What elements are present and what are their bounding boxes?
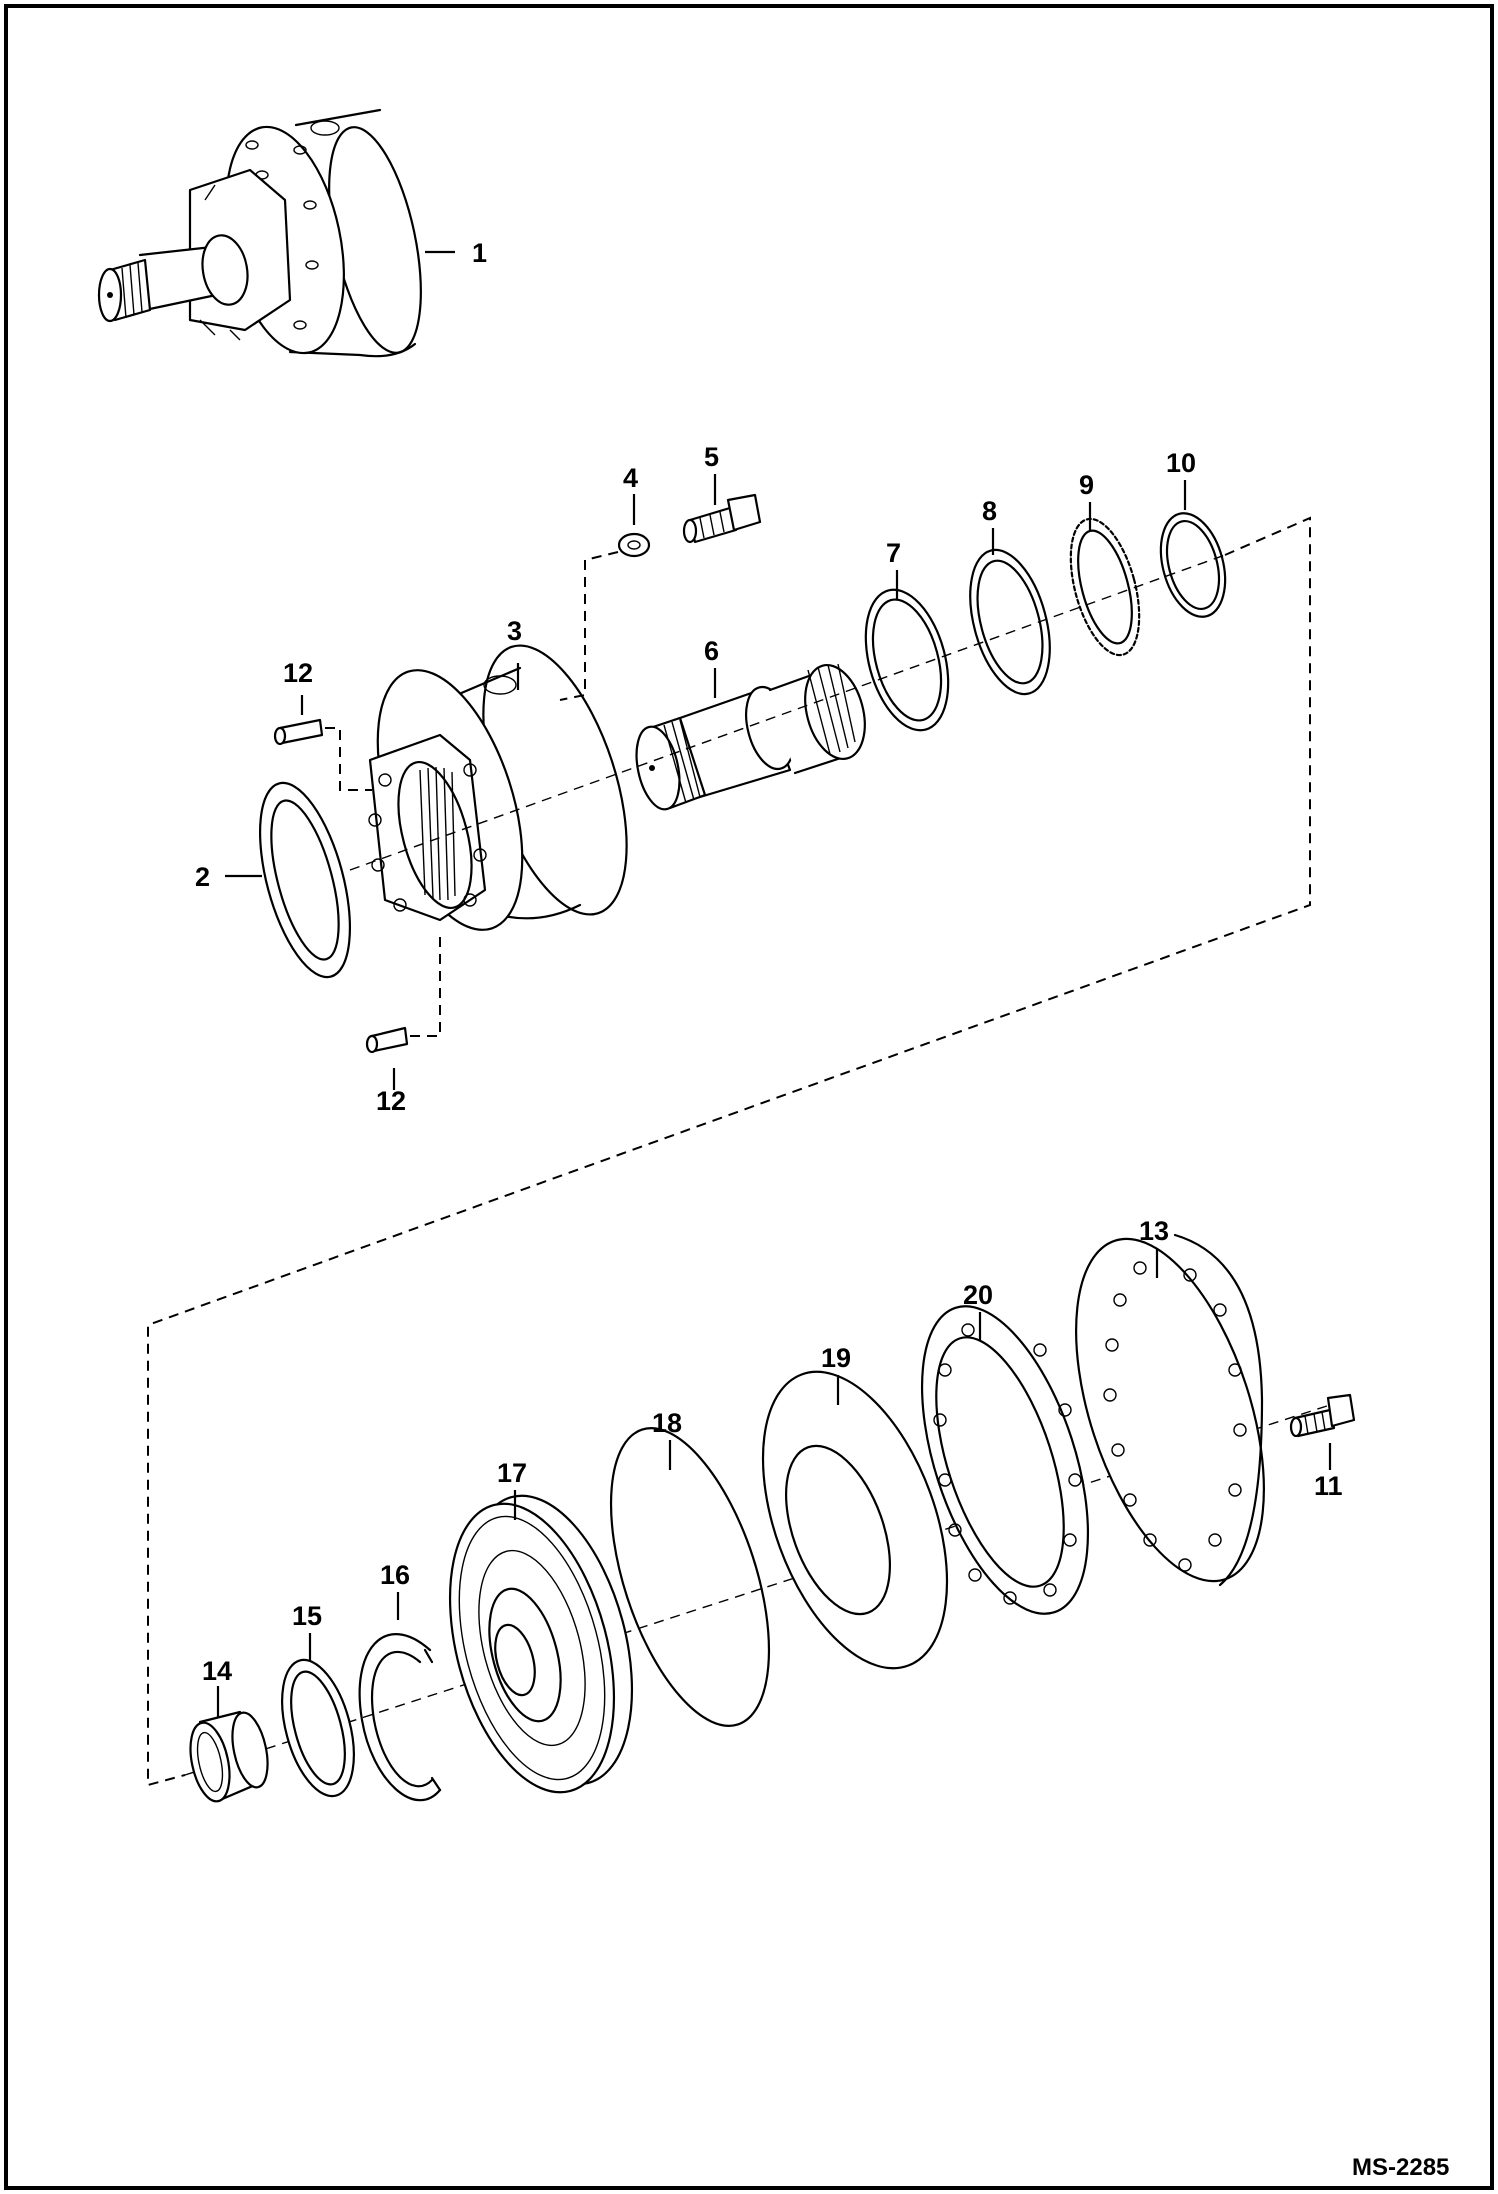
- part-3-housing: [368, 644, 628, 931]
- callout-16: 16: [380, 1560, 410, 1590]
- part-19-disc: [761, 1370, 949, 1670]
- part-10-ring: [1159, 512, 1227, 618]
- part-16-snap-ring: [358, 1633, 442, 1802]
- dashed-line-12-lower: [410, 935, 441, 1037]
- callout-12-lower: 12: [376, 1086, 406, 1116]
- callout-4: 4: [623, 463, 638, 493]
- callout-12-upper: 12: [283, 658, 313, 688]
- dashed-line-12-upper: [325, 727, 372, 791]
- callout-18: 18: [652, 1408, 682, 1438]
- part-15-seal: [281, 1658, 355, 1798]
- part-12-dowel-pin-upper: [273, 718, 324, 746]
- part-13-cover-plate: [1075, 1233, 1265, 1587]
- part-1-motor-assembly: [97, 108, 422, 358]
- callout-6: 6: [704, 636, 719, 666]
- drawing-number: MS-2285: [1352, 2154, 1449, 2181]
- part-4-washer: [617, 532, 651, 558]
- part-6-shaft: [635, 663, 866, 811]
- callout-17: 17: [497, 1458, 527, 1488]
- part-5-bolt: [682, 493, 762, 544]
- callout-9: 9: [1079, 470, 1094, 500]
- part-14-bushing: [189, 1710, 269, 1803]
- upper-axis-line: [349, 554, 1226, 871]
- callout-14: 14: [202, 1656, 232, 1686]
- callout-7: 7: [886, 538, 901, 568]
- lower-axis-line: [184, 1404, 1331, 1776]
- callout-8: 8: [982, 496, 997, 526]
- part-9-toothed-ring: [1069, 517, 1141, 657]
- part-12-dowel-pin-lower: [365, 1026, 409, 1054]
- callout-1: 1: [472, 238, 487, 268]
- callout-15: 15: [292, 1601, 322, 1631]
- part-18-o-ring: [609, 1427, 771, 1727]
- callout-5: 5: [704, 442, 719, 472]
- part-2-washer: [258, 781, 352, 979]
- callout-19: 19: [821, 1343, 851, 1373]
- part-11-bolt: [1289, 1393, 1356, 1438]
- part-17-piston: [448, 1494, 634, 1794]
- callout-3: 3: [507, 616, 522, 646]
- diagram-frame: [4, 4, 1494, 2190]
- part-7-ring: [864, 588, 950, 732]
- dashed-assembly-path: [147, 516, 1311, 1787]
- callout-20: 20: [963, 1280, 993, 1310]
- callout-11: 11: [1314, 1471, 1343, 1501]
- callout-10: 10: [1166, 448, 1196, 478]
- callout-2: 2: [195, 862, 210, 892]
- part-8-ring: [969, 548, 1051, 696]
- part-20-gasket: [920, 1305, 1090, 1615]
- callout-13: 13: [1139, 1216, 1169, 1246]
